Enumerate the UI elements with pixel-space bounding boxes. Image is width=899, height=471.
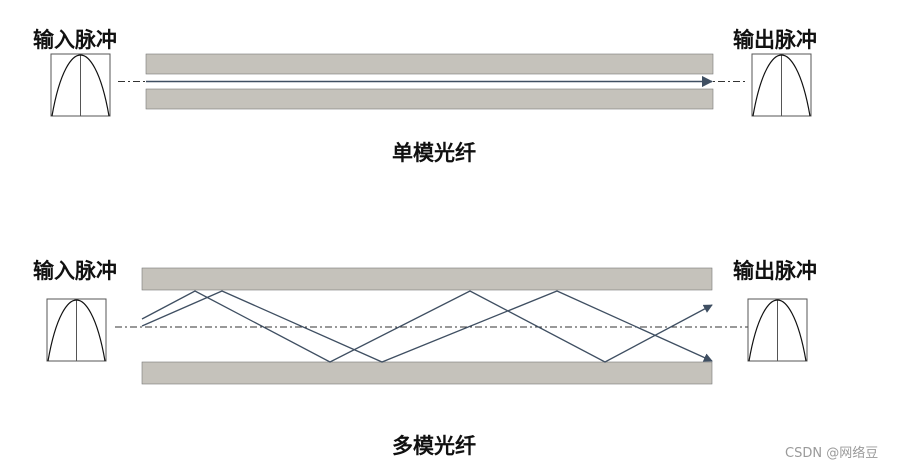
multi-mode-caption: 多模光纤 [392, 434, 476, 458]
single-top-cladding [145, 53, 714, 75]
single-input-label: 输入脉冲 [33, 28, 117, 52]
multi-top-cladding [141, 267, 713, 291]
single-bottom-cladding [145, 88, 714, 110]
single-mode-caption: 单模光纤 [392, 141, 476, 165]
multi-mode-ray-1 [141, 290, 713, 363]
multi-mode-section [46, 267, 808, 385]
multi-output-pulse-icon [747, 298, 808, 362]
single-output-label: 输出脉冲 [733, 28, 817, 52]
multi-mode-ray-2 [141, 290, 713, 363]
multi-input-label: 输入脉冲 [33, 259, 117, 283]
multi-output-label: 输出脉冲 [733, 259, 817, 283]
single-input-pulse-icon [50, 53, 111, 117]
single-output-pulse-icon [751, 53, 812, 117]
single-mode-section [50, 53, 812, 117]
multi-input-pulse-icon [46, 298, 107, 362]
multi-bottom-cladding [141, 361, 713, 385]
watermark: CSDN @网络豆 [785, 446, 879, 461]
